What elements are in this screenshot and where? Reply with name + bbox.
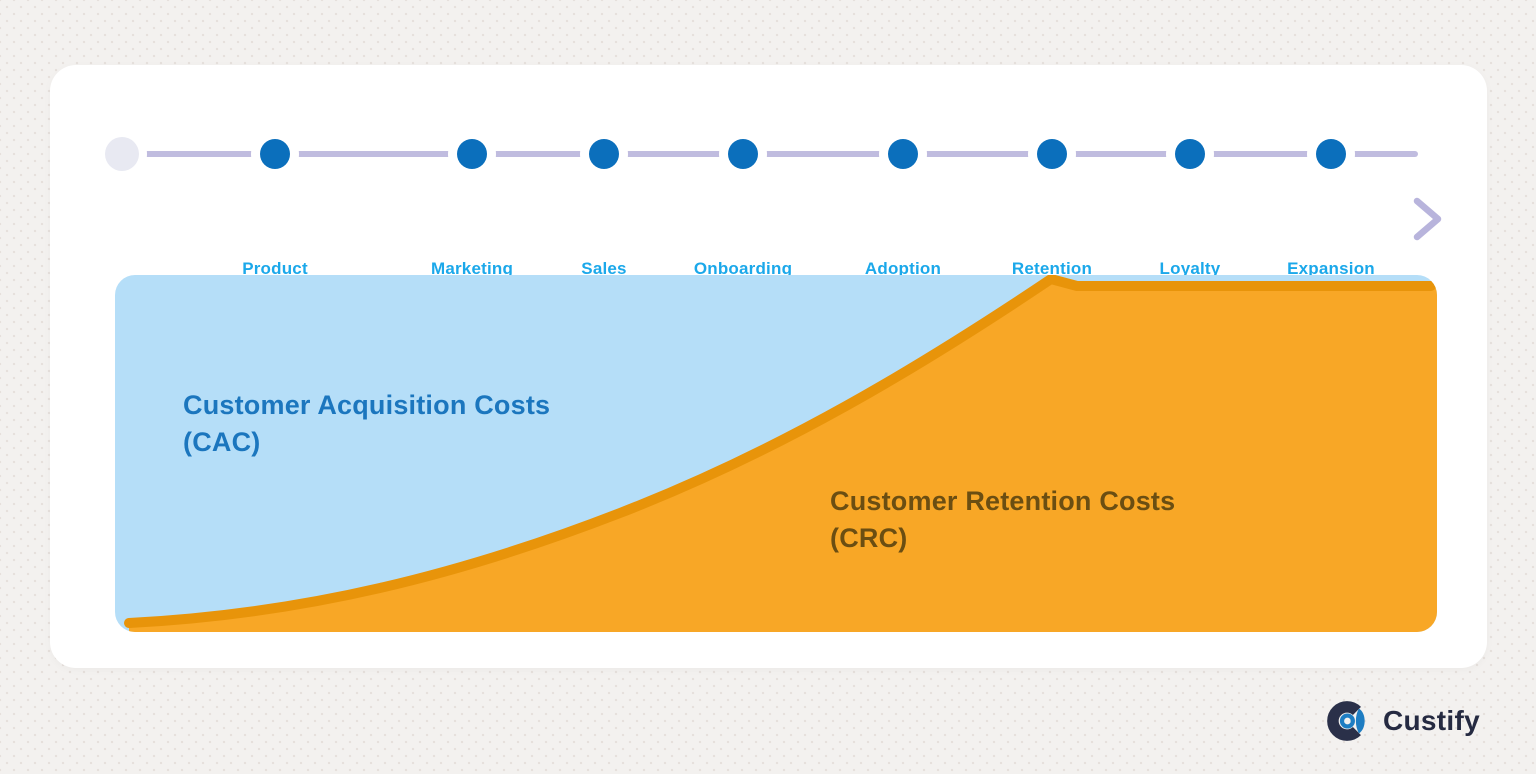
crc-area-shape (124, 275, 1437, 632)
stage-dot-expansion (1316, 139, 1346, 169)
custify-brand-name: Custify (1383, 705, 1480, 736)
arrow-right-icon (1413, 197, 1442, 241)
stage-dot-retention (1037, 139, 1067, 169)
timeline-start-dot (105, 137, 139, 171)
stage-label-sales: Sales (581, 259, 627, 278)
custify-logo: Custify (1326, 698, 1480, 744)
stage-dot-onboarding (728, 139, 758, 169)
stage-label-onboarding: Onboarding (693, 259, 793, 278)
stage-label-retention: Retention (1011, 259, 1093, 278)
timeline-line (122, 151, 1418, 157)
stage-dot-marketing (457, 139, 487, 169)
stage-dot-loyalty (1175, 139, 1205, 169)
crc-abbr: (CRC) (830, 523, 908, 553)
stage-label-expansion: Expansion (1287, 259, 1375, 278)
crc-title: Customer Retention Costs (830, 486, 1176, 516)
stage-label-loyalty: Loyalty (1159, 259, 1221, 278)
stage-dot-sales (589, 139, 619, 169)
content-card: Product DevelopmentMarketingSalesOnboard… (50, 65, 1487, 668)
cac-abbr: (CAC) (183, 427, 261, 457)
stage-dot-adoption (888, 139, 918, 169)
cost-chart: Customer Acquisition Costs (CAC) Custome… (115, 275, 1437, 632)
cac-label: Customer Acquisition Costs (CAC) (183, 387, 550, 461)
crc-label: Customer Retention Costs (CRC) (830, 483, 1175, 557)
cac-title: Customer Acquisition Costs (183, 390, 551, 420)
stage-dot-product-development (260, 139, 290, 169)
stage-label-adoption: Adoption (864, 259, 942, 278)
stage-label-marketing: Marketing (430, 259, 514, 278)
custify-logo-icon (1327, 701, 1365, 741)
